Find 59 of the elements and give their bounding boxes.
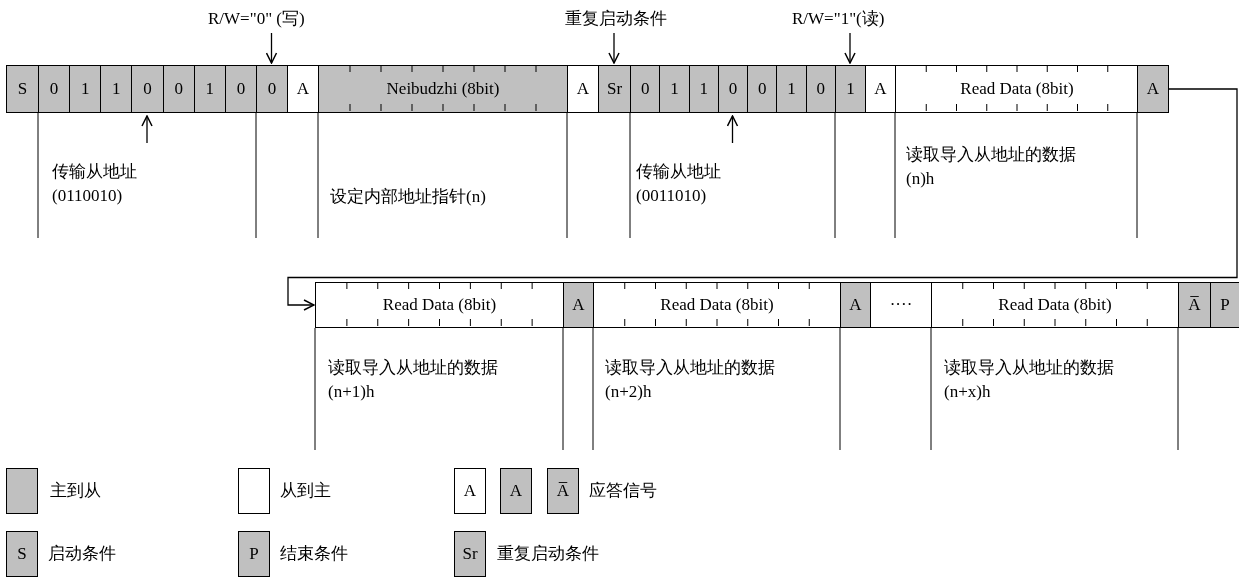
direction-arrow <box>141 115 153 144</box>
leader-arrow <box>608 32 620 64</box>
legend-sample: A <box>500 468 532 514</box>
legend-sample: S <box>6 531 38 577</box>
description-text: 传输从地址 (0011010) <box>636 161 722 207</box>
legend-text: 从到主 <box>280 480 331 502</box>
legend-text: 启动条件 <box>48 543 116 565</box>
legend-sample: A̅ <box>547 468 579 514</box>
leader-arrow <box>844 32 856 64</box>
legend-sample: A <box>454 468 486 514</box>
description-text: 读取导入从地址的数据 (n+1)h <box>328 357 499 403</box>
annotation-label: 重复启动条件 <box>565 8 667 30</box>
legend-sample: Sr <box>454 531 486 577</box>
connector-arrow <box>287 88 1238 311</box>
ack-cell: A <box>840 282 871 328</box>
address-bit-cell: 1 <box>193 65 226 113</box>
start-condition-cell: S <box>6 65 39 113</box>
data-byte-cell: Read Data (8bit) <box>315 282 564 328</box>
repeated-start-cell: Sr <box>598 65 631 113</box>
stop-condition-cell: P <box>1210 282 1239 328</box>
legend-text: 重复启动条件 <box>497 543 599 565</box>
data-byte-cell: Read Data (8bit) <box>593 282 841 328</box>
address-bit-cell: 0 <box>805 65 836 113</box>
rw-bit-cell: 1 <box>835 65 866 113</box>
description-text: 读取导入从地址的数据 (n)h <box>906 144 1077 190</box>
legend-text: 结束条件 <box>280 543 348 565</box>
rw-bit-cell: 0 <box>256 65 288 113</box>
address-bit-cell: 1 <box>69 65 102 113</box>
direction-arrow <box>726 115 739 144</box>
leader-arrow <box>265 32 278 64</box>
legend-text: 主到从 <box>50 480 101 502</box>
nack-cell: A̅ <box>1178 282 1211 328</box>
address-bit-cell: 1 <box>100 65 133 113</box>
address-bit-cell: 0 <box>162 65 195 113</box>
description-text: 读取导入从地址的数据 (n+x)h <box>944 357 1115 403</box>
description-text: 读取导入从地址的数据 (n+2)h <box>605 357 776 403</box>
legend-sample: P <box>238 531 270 577</box>
address-bit-cell: 1 <box>776 65 807 113</box>
ack-cell: A <box>563 282 594 328</box>
address-bit-cell: 0 <box>131 65 164 113</box>
ack-cell: A <box>1137 65 1169 113</box>
annotation-label: R/W="1"(读) <box>792 8 885 30</box>
ellipsis-cell: ···· <box>870 282 932 328</box>
address-bit-cell: 1 <box>688 65 719 113</box>
data-byte-cell: Neibudzhi (8bit) <box>318 65 568 113</box>
data-byte-cell: Read Data (8bit) <box>895 65 1139 113</box>
ack-cell: A <box>287 65 319 113</box>
address-bit-cell: 1 <box>659 65 690 113</box>
address-bit-cell: 0 <box>38 65 71 113</box>
address-bit-cell: 0 <box>747 65 778 113</box>
data-byte-cell: Read Data (8bit) <box>931 282 1179 328</box>
description-text: 传输从地址 (0110010) <box>52 161 138 207</box>
address-bit-cell: 0 <box>224 65 257 113</box>
legend-text: 应答信号 <box>589 480 657 502</box>
address-bit-cell: 0 <box>630 65 661 113</box>
ack-cell: A <box>567 65 599 113</box>
annotation-label: R/W="0" (写) <box>208 8 305 30</box>
ack-cell: A <box>865 65 896 113</box>
description-text: 设定内部地址指针(n) <box>330 186 487 208</box>
